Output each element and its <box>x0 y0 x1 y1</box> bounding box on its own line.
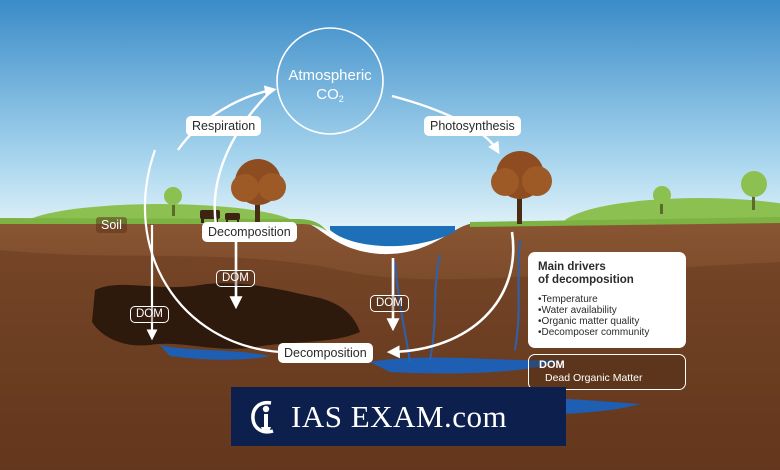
driver-item: Temperature <box>538 294 676 305</box>
soil-label: Soil <box>96 217 127 233</box>
dark-cave <box>92 283 360 349</box>
decomposition-label-top: Decomposition <box>202 222 297 242</box>
dom-legend-box: DOM Dead Organic Matter <box>528 354 686 390</box>
drivers-title-line1: Main drivers <box>538 261 606 273</box>
dom-tag: DOM <box>216 270 255 287</box>
respiration-label: Respiration <box>186 116 262 136</box>
watermark-text: IAS EXAM.com <box>291 398 508 434</box>
respiration-arrow <box>213 93 269 226</box>
tree-left <box>231 159 286 222</box>
groundwater-pool <box>160 345 270 360</box>
atmosphere-line2: CO <box>316 86 339 103</box>
decomposition-label-bottom: Decomposition <box>278 343 373 363</box>
grass-strip <box>470 217 780 227</box>
small-tree <box>741 171 767 210</box>
cycle-arrow <box>144 149 281 354</box>
dom-legend-definition: Dead Organic Matter <box>545 372 643 384</box>
dom-tag: DOM <box>130 306 169 323</box>
photosynthesis-label: Photosynthesis <box>424 116 521 136</box>
drivers-list: Temperature Water availability Organic m… <box>538 294 676 338</box>
sky <box>0 0 780 230</box>
driver-item: Organic matter quality <box>538 316 676 327</box>
cycle-arrow <box>386 231 515 359</box>
watermark-banner: IAS EXAM.com <box>231 387 566 446</box>
driver-item: Decomposer community <box>538 327 676 338</box>
drivers-title-line2: of decomposition <box>538 274 634 286</box>
dom-tag: DOM <box>370 295 409 312</box>
tree-right <box>491 151 552 224</box>
driver-item: Water availability <box>538 305 676 316</box>
atmosphere-line1: Atmospheric <box>288 67 372 84</box>
small-tree <box>653 186 671 214</box>
atmospheric-co2-label: Atmospheric CO2 <box>270 66 390 109</box>
small-tree <box>164 187 182 216</box>
groundwater-pool <box>370 357 560 374</box>
drivers-box: Main drivers of decomposition Temperatur… <box>528 252 686 348</box>
respiration-arrow <box>177 85 277 151</box>
dom-legend-term: DOM <box>539 359 565 371</box>
co2-subscript: 2 <box>338 94 344 104</box>
atmosphere-circle <box>276 27 384 135</box>
ias-exam-logo-icon <box>251 400 274 434</box>
drivers-title: Main drivers of decomposition <box>538 261 676 287</box>
water-pond <box>330 226 455 247</box>
